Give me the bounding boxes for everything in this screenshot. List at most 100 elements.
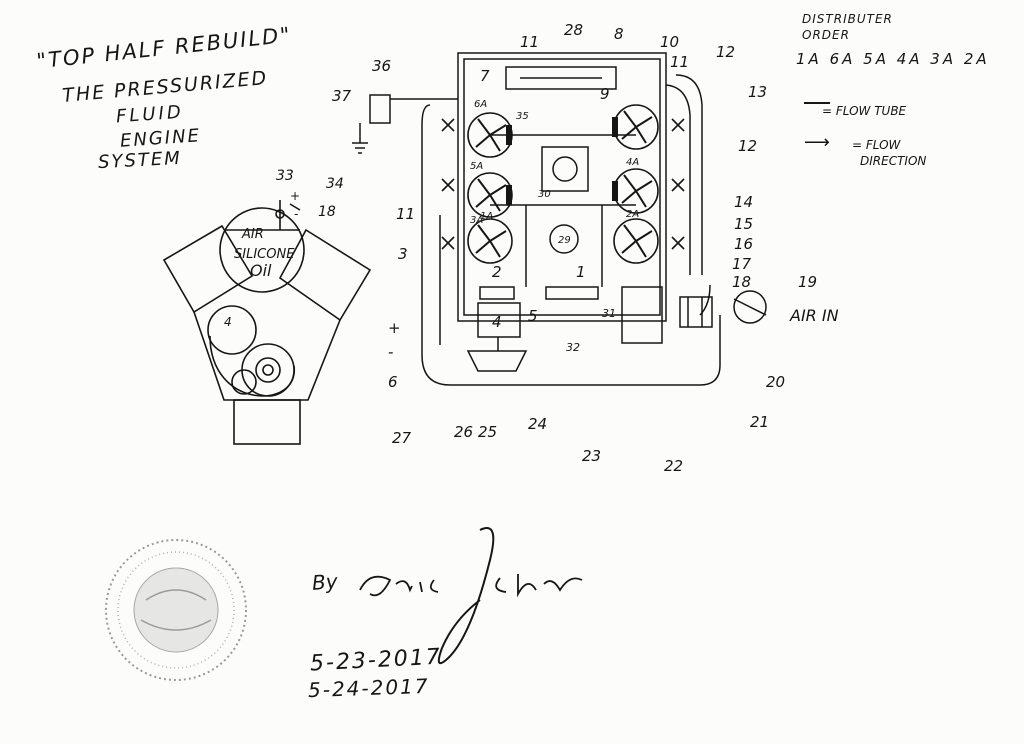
valve-left-2	[441, 178, 455, 192]
callout-10: 10	[660, 33, 679, 51]
callout-31: 31	[602, 307, 616, 320]
terminal-minus: -	[388, 343, 393, 361]
distributor-order: 1A 6A 5A 4A 3A 2A	[796, 50, 990, 68]
right-flow-tube	[675, 74, 703, 275]
callout-37: 37	[332, 87, 352, 105]
callout-20: 20	[766, 373, 785, 391]
callout-18: 18	[732, 273, 751, 291]
callout-23: 23	[582, 447, 601, 465]
callout-12-top: 12	[716, 43, 735, 61]
callout-11-right: 11	[670, 53, 689, 71]
reservoir-27	[466, 350, 528, 372]
callout-36: 36	[372, 57, 391, 75]
valve-left-1	[441, 118, 455, 132]
pump-4	[477, 302, 521, 338]
callout-25: 25	[478, 423, 497, 441]
callout-22: 22	[664, 457, 683, 475]
terminal-minus: -	[294, 207, 298, 221]
cylinder-label-2a: 2A	[626, 209, 639, 220]
flow-direction-label-2: DIRECTION	[860, 154, 927, 168]
cylinder-1a	[467, 218, 513, 264]
callout-13: 13	[748, 83, 767, 101]
callout-6: 6	[388, 373, 398, 391]
block-2	[479, 286, 515, 300]
title-line-2: THE PRESSURIZED	[61, 67, 269, 107]
callout-29: 29	[558, 235, 571, 246]
callout-30: 30	[538, 189, 551, 200]
callout-3: 3	[398, 245, 408, 263]
signature-block: By 5-23-2017 5-24-2017	[300, 520, 620, 720]
callout-8: 8	[614, 25, 624, 43]
callout-15: 15	[734, 215, 753, 233]
callout-12-right: 12	[738, 137, 757, 155]
callout-14: 14	[734, 193, 753, 211]
title-line-3: FLUID	[115, 101, 185, 128]
pulley-label: 4	[224, 315, 232, 329]
reservoir-tank	[219, 207, 305, 293]
callout-2: 2	[492, 263, 502, 281]
cylinder-label-1a: 1A	[480, 211, 493, 222]
title-line-4: ENGINE	[119, 125, 202, 152]
callout-28: 28	[564, 21, 583, 39]
label-34: 34	[326, 176, 344, 192]
callout-17: 17	[732, 255, 752, 273]
engine-block-outline	[193, 311, 341, 401]
flow-arrow-icon: ⟶	[804, 132, 830, 153]
terminal-plus: +	[290, 189, 300, 203]
block-1	[545, 286, 599, 300]
date-line-1: 5-23-2017	[309, 644, 443, 677]
official-stamp	[105, 539, 247, 681]
callout-27: 27	[392, 429, 412, 447]
motor-16	[621, 286, 663, 344]
callout-1: 1	[576, 263, 586, 281]
callout-24: 24	[528, 415, 547, 433]
air-intake-19	[733, 290, 767, 324]
callout-21: 21	[750, 413, 769, 431]
callout-11-top: 11	[520, 33, 539, 51]
label-18: 18	[318, 204, 336, 220]
cylinder-label-5a: 5A	[470, 161, 483, 172]
air-in-label: AIR IN	[789, 306, 839, 325]
callout-19: 19	[798, 273, 817, 291]
outer-flow-loop	[421, 104, 721, 386]
left-cylinder-bank	[162, 224, 254, 314]
reservoir-label-silicone: SILICONE	[234, 247, 295, 262]
reservoir-label-oil: Oil	[250, 261, 272, 280]
callout-32: 32	[566, 341, 580, 354]
date-line-2: 5-24-2017	[307, 673, 430, 703]
title-block: "TOP HALF REBUILD" THE PRESSURIZED FLUID…	[28, 18, 328, 174]
cylinder-label-6a: 6A	[474, 99, 487, 110]
cylinder-6a-left	[467, 112, 513, 158]
valve-left-3	[441, 236, 455, 250]
terminal-plus: +	[388, 319, 401, 337]
cylinder-5a	[467, 172, 513, 218]
outer-frame	[457, 52, 667, 322]
label-33: 33	[276, 168, 294, 184]
filter-20	[679, 296, 713, 328]
center-distributor	[541, 146, 589, 192]
valve-right-2	[671, 178, 685, 192]
order-label: ORDER	[802, 28, 850, 42]
valve-right-1	[671, 118, 685, 132]
cylinder-2a	[613, 218, 659, 264]
reservoir-label-air: AIR	[241, 227, 264, 242]
callout-4: 4	[492, 313, 502, 331]
pulley-large	[207, 305, 257, 355]
callout-11-left: 11	[396, 205, 415, 223]
flow-direction-label-1: = FLOW	[852, 138, 901, 152]
flow-tube-symbol	[804, 102, 830, 104]
callout-35: 35	[516, 111, 529, 122]
callout-9: 9	[600, 85, 610, 103]
cylinder-label-3a: 3A	[470, 215, 483, 226]
legend: DISTRIBUTER ORDER 1A 6A 5A 4A 3A 2A = FL…	[790, 10, 1015, 180]
top-manifold	[505, 66, 617, 90]
engine-sketch: AIR SILICONE Oil 4 33 34 18 + -	[162, 168, 372, 445]
valve-right-3	[671, 236, 685, 250]
pulley-small	[231, 369, 257, 395]
cylinder-4a	[612, 168, 659, 214]
flow-tube-label: = FLOW TUBE	[822, 104, 907, 118]
oil-pan	[233, 399, 301, 445]
cylinder-label-4a: 4A	[626, 157, 639, 168]
distributor-29	[549, 224, 579, 254]
